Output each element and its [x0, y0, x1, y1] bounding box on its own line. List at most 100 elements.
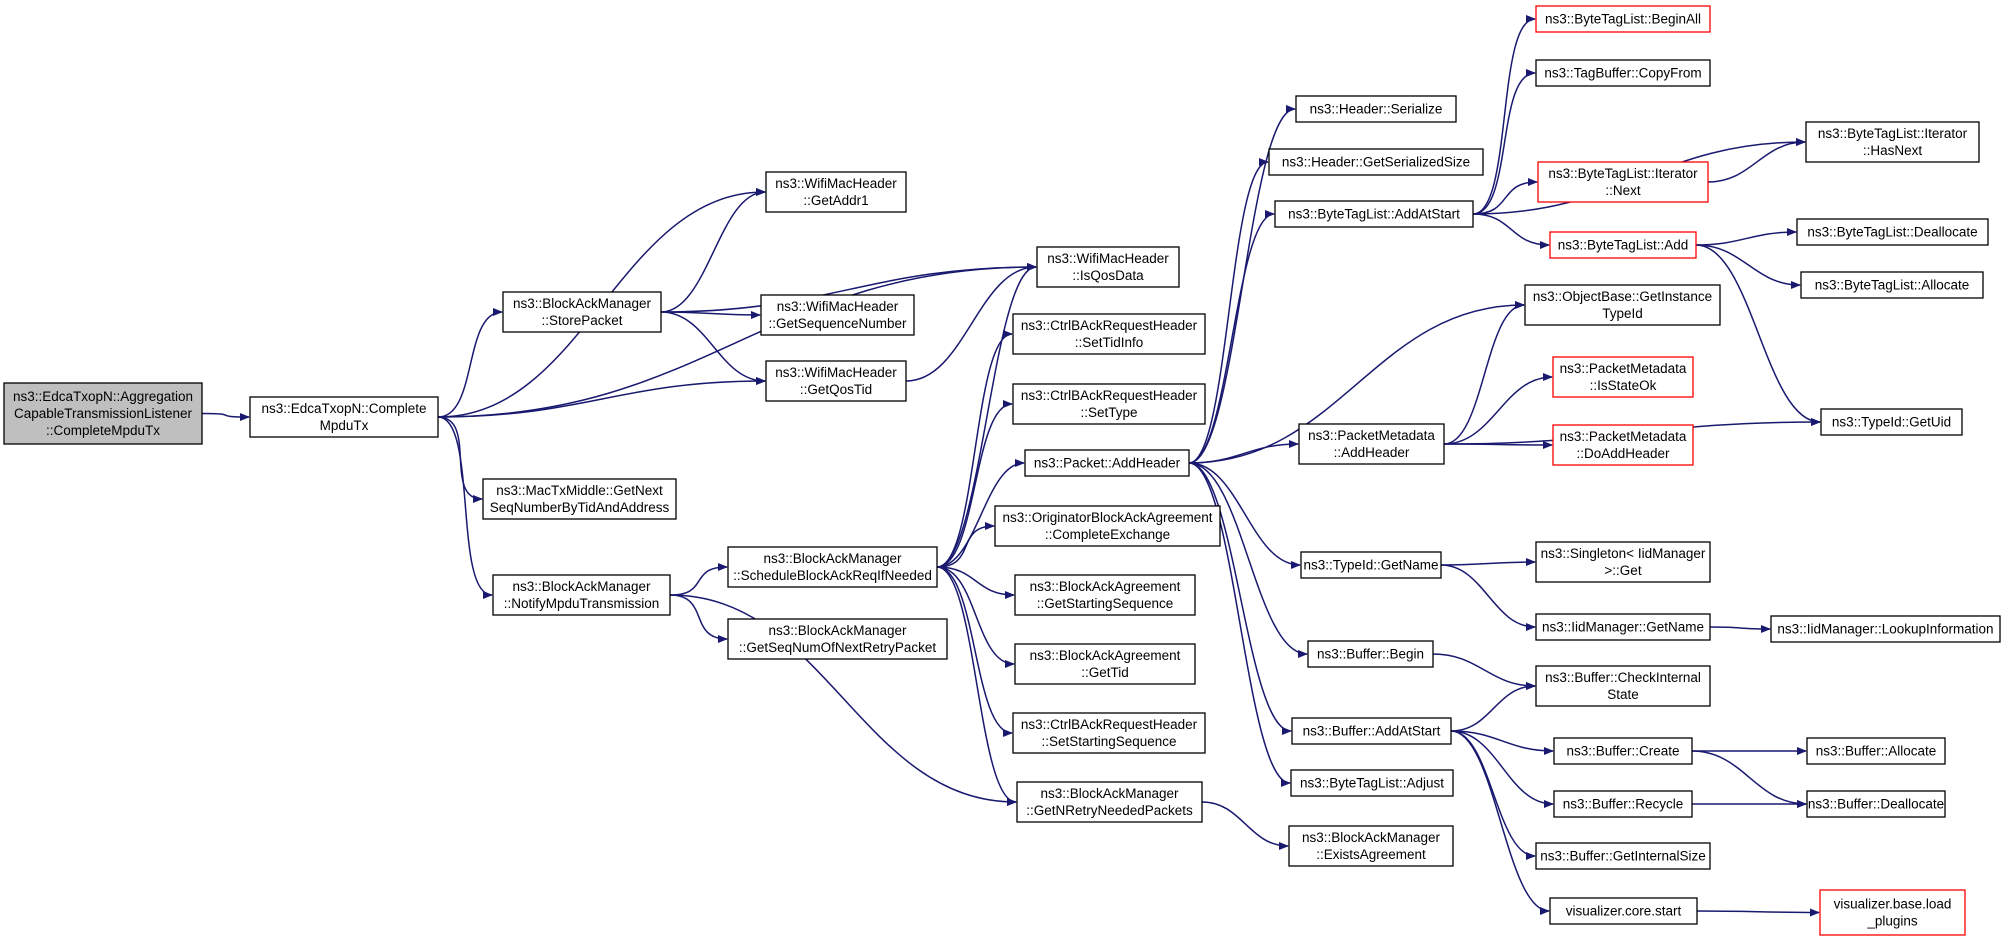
node-ns3-blockackagreement-gettid[interactable]: ns3::BlockAckAgreement::GetTid — [1014, 643, 1196, 685]
node-box — [1800, 271, 1984, 299]
edge-n1-to-n10 — [437, 263, 1037, 418]
edge-n22-to-n32 — [1443, 301, 1525, 445]
node-ns3-buffer-create[interactable]: ns3::Buffer::Create — [1553, 737, 1693, 765]
node-box — [1553, 790, 1693, 818]
node-ns3-edcatxopn-complete-mpdutx[interactable]: ns3::EdcaTxopN::CompleteMpduTx — [249, 396, 439, 438]
node-label: ::GetAddr1 — [803, 193, 868, 208]
node-label: SeqNumberByTidAndAddress — [490, 500, 670, 515]
node-ns3-buffer-begin[interactable]: ns3::Buffer::Begin — [1307, 640, 1434, 668]
edge-n23-to-n36 — [1440, 564, 1536, 631]
edge-n13-to-n20 — [1188, 158, 1269, 464]
node-ns3-wifimacheader-isqosdata[interactable]: ns3::WifiMacHeader::IsQosData — [1036, 246, 1180, 288]
node-ns3-bytetaglist-deallocate[interactable]: ns3::ByteTagList::Deallocate — [1796, 218, 1989, 246]
node-label: ns3::CtrlBAckRequestHeader — [1021, 717, 1198, 732]
node-label: ::GetTid — [1081, 665, 1129, 680]
node-label: ns3::ByteTagList::Add — [1558, 237, 1689, 252]
node-ns3-ctrlbackrequestheader-setstartingsequence[interactable]: ns3::CtrlBAckRequestHeader::SetStartingS… — [1012, 712, 1206, 754]
node-ns3-iidmanager-getname[interactable]: ns3::IidManager::GetName — [1535, 613, 1711, 641]
node-label: ns3::BlockAckAgreement — [1030, 648, 1181, 663]
node-box — [502, 291, 662, 333]
node-ns3-buffer-deallocate[interactable]: ns3::Buffer::Deallocate — [1806, 790, 1946, 818]
node-box — [1535, 842, 1711, 870]
node-box — [727, 618, 948, 660]
node-ns3-ctrlbackrequestheader-settype[interactable]: ns3::CtrlBAckRequestHeader::SetType — [1012, 383, 1206, 425]
node-label: ns3::OriginatorBlockAckAgreement — [1002, 510, 1212, 525]
node-label: visualizer.base.load — [1834, 896, 1952, 911]
node-label: ::AddHeader — [1334, 445, 1410, 460]
node-label: ns3::IidManager::LookupInformation — [1777, 621, 1993, 636]
node-label: ns3::EdcaTxopN::Complete — [261, 401, 426, 416]
node-ns3-wifimacheader-getaddr1[interactable]: ns3::WifiMacHeader::GetAddr1 — [765, 171, 907, 213]
node-ns3-packet-addheader[interactable]: ns3::Packet::AddHeader — [1024, 449, 1190, 477]
node-ns3-blockackmanager-storepacket[interactable]: ns3::BlockAckManager::StorePacket — [502, 291, 662, 333]
node-ns3-blockackmanager-getnretryneededpackets[interactable]: ns3::BlockAckManager::GetNRetryNeededPac… — [1016, 781, 1203, 823]
node-label: ::GetSequenceNumber — [768, 316, 907, 331]
edge-n31-to-n43 — [1695, 228, 1797, 246]
node-ns3-bytetaglist-adjust[interactable]: ns3::ByteTagList::Adjust — [1290, 769, 1454, 797]
node-ns3-typeid-getuid[interactable]: ns3::TypeId::GetUid — [1820, 408, 1963, 436]
node-ns3-iidmanager-lookupinformation[interactable]: ns3::IidManager::LookupInformation — [1770, 615, 2001, 643]
node-ns3-packetmetadata-addheader[interactable]: ns3::PacketMetadata::AddHeader — [1298, 423, 1445, 465]
node-label: TypeId — [1602, 306, 1643, 321]
node-ns3-bytetaglist-iterator-hasnext[interactable]: ns3::ByteTagList::Iterator::HasNext — [1805, 121, 1980, 163]
edge-n23-to-n35 — [1440, 558, 1536, 567]
node-box — [1036, 246, 1180, 288]
node-ns3-header-serialize[interactable]: ns3::Header::Serialize — [1295, 95, 1457, 123]
edge-n2-to-n5 — [660, 188, 766, 313]
node-ns3-blockackmanager-existsagreement[interactable]: ns3::BlockAckManager::ExistsAgreement — [1288, 825, 1454, 867]
node-ns3-buffer-recycle[interactable]: ns3::Buffer::Recycle — [1553, 790, 1693, 818]
node-ns3-blockackagreement-getstartingsequence[interactable]: ns3::BlockAckAgreement::GetStartingSeque… — [1014, 574, 1196, 616]
node-ns3-bytetaglist-addatstart[interactable]: ns3::ByteTagList::AddAtStart — [1274, 200, 1474, 228]
edge-n2-to-n7 — [660, 311, 766, 385]
node-ns3-packetmetadata-isstateok[interactable]: ns3::PacketMetadata::IsStateOk — [1552, 356, 1694, 398]
node-ns3-buffer-allocate[interactable]: ns3::Buffer::Allocate — [1806, 737, 1946, 765]
node-label: ::CompleteExchange — [1045, 527, 1170, 542]
node-box — [1295, 95, 1457, 123]
node-box — [1290, 769, 1454, 797]
node-label: ns3::Buffer::Begin — [1317, 646, 1424, 661]
node-ns3-typeid-getname[interactable]: ns3::TypeId::GetName — [1300, 551, 1442, 579]
node-visualizer-base-load-plugins[interactable]: visualizer.base.load_plugins — [1819, 889, 1966, 936]
edge-n2-to-n6 — [660, 310, 761, 319]
node-ns3-bytetaglist-allocate[interactable]: ns3::ByteTagList::Allocate — [1800, 271, 1984, 299]
node-ns3-bytetaglist-iterator-next[interactable]: ns3::ByteTagList::Iterator::Next — [1537, 161, 1709, 203]
node-ns3-bytetaglist-beginall[interactable]: ns3::ByteTagList::BeginAll — [1535, 5, 1711, 33]
node-label: ns3::WifiMacHeader — [775, 365, 897, 380]
node-ns3-tagbuffer-copyfrom[interactable]: ns3::TagBuffer::CopyFrom — [1535, 59, 1711, 87]
edge-n1-to-n7 — [437, 377, 766, 418]
node-ns3-header-getserializedsize[interactable]: ns3::Header::GetSerializedSize — [1268, 148, 1484, 176]
node-ns3-wifimacheader-getsequencenumber[interactable]: ns3::WifiMacHeader::GetSequenceNumber — [760, 294, 915, 336]
node-ns3-buffer-addatstart[interactable]: ns3::Buffer::AddAtStart — [1291, 717, 1452, 745]
edge-n8-to-n18 — [936, 566, 1017, 806]
edge-n41-to-n49 — [1696, 908, 1820, 917]
node-ns3-buffer-getinternalsize[interactable]: ns3::Buffer::GetInternalSize — [1535, 842, 1711, 870]
node-ns3-bytetaglist-add[interactable]: ns3::ByteTagList::Add — [1549, 231, 1697, 259]
node-ns3-packetmetadata-doaddheader[interactable]: ns3::PacketMetadata::DoAddHeader — [1552, 424, 1694, 466]
node-ns3-singleton-iidmanager-get[interactable]: ns3::Singleton< IidManager>::Get — [1535, 541, 1711, 583]
node-ns3-mactxmiddle-getnext-seqnumberbytidandaddress[interactable]: ns3::MacTxMiddle::GetNextSeqNumberByTidA… — [482, 478, 677, 520]
edge-layer — [201, 15, 1821, 917]
node-ns3-wifimacheader-getqostid[interactable]: ns3::WifiMacHeader::GetQosTid — [765, 360, 907, 402]
node-label: ns3::Buffer::GetInternalSize — [1540, 848, 1706, 863]
node-label: ns3::IidManager::GetName — [1542, 619, 1704, 634]
node-ns3-blockackmanager-notifympdutransmission[interactable]: ns3::BlockAckManager::NotifyMpduTransmis… — [492, 574, 671, 616]
node-box — [1535, 59, 1711, 87]
node-visualizer-core-start[interactable]: visualizer.core.start — [1549, 897, 1698, 925]
node-label: ns3::ByteTagList::AddAtStart — [1288, 206, 1460, 221]
node-label: ns3::PacketMetadata — [1308, 428, 1435, 443]
node-box — [1014, 643, 1196, 685]
node-label: ns3::BlockAckManager — [768, 623, 907, 638]
node-box — [1298, 423, 1445, 465]
node-ns3-originatorblockackagreement-completeexchange[interactable]: ns3::OriginatorBlockAckAgreement::Comple… — [994, 505, 1221, 547]
node-box — [1549, 231, 1697, 259]
node-ns3-blockackmanager-getseqnumofnextretrypacket[interactable]: ns3::BlockAckManager::GetSeqNumOfNextRet… — [727, 618, 948, 660]
node-box — [1524, 284, 1721, 326]
node-box — [1552, 356, 1694, 398]
node-ns3-blockackmanager-scheduleblockackreqifneeded[interactable]: ns3::BlockAckManager::ScheduleBlockAckRe… — [727, 546, 938, 588]
node-box — [1806, 790, 1946, 818]
node-label: >::Get — [1604, 563, 1641, 578]
node-ns3-ctrlbackrequestheader-settidinfo[interactable]: ns3::CtrlBAckRequestHeader::SetTidInfo — [1012, 313, 1206, 355]
node-box — [1307, 640, 1434, 668]
